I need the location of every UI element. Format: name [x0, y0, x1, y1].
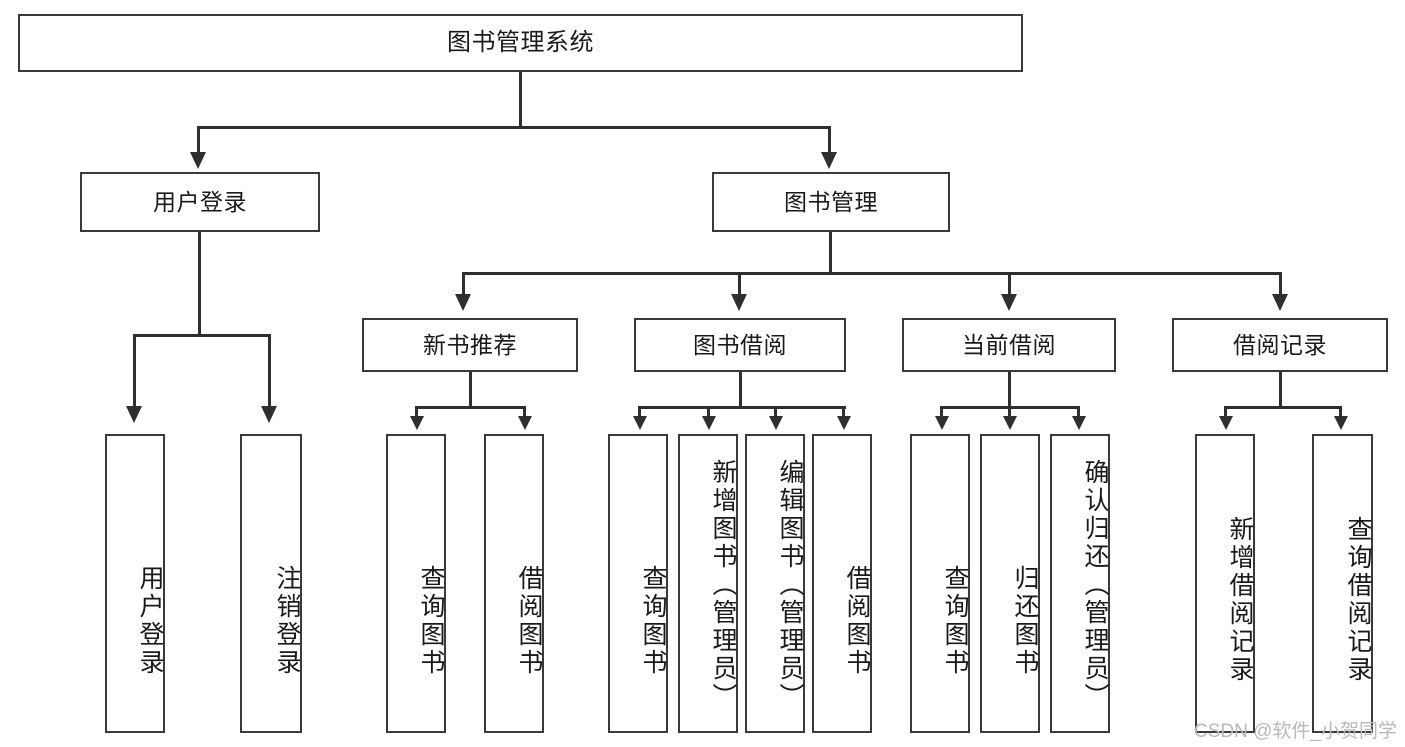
edge-current-borrow-to-leaf-1	[940, 406, 943, 418]
edge-book-borrow-to-leaf-1	[638, 406, 641, 418]
node-leaf-query-record[interactable]: 查询借阅记录	[1312, 434, 1373, 733]
arrow-book-manage-to-borrow-record	[1272, 294, 1288, 311]
edge-borrow-record-stem	[1279, 372, 1282, 408]
node-user-login[interactable]: 用户登录	[80, 172, 320, 232]
arrow-book-manage-to-new-book	[455, 294, 471, 311]
arrow-new-book-to-leaf-1	[410, 416, 424, 430]
node-label: 图书管理系统	[447, 29, 594, 57]
node-label: 查询图书	[639, 564, 667, 677]
edge-book-manage-stem	[829, 232, 832, 274]
arrow-borrow-record-to-leaf-1	[1219, 416, 1233, 430]
edge-book-manage-to-borrow-record	[1279, 272, 1282, 296]
arrow-book-borrow-to-leaf-1	[633, 416, 647, 430]
edge-new-book-bus	[415, 406, 526, 409]
edge-new-book-stem	[469, 372, 472, 408]
arrow-root-to-user-login	[190, 152, 206, 169]
edge-new-book-to-leaf-2	[523, 406, 526, 418]
arrow-current-borrow-to-leaf-1	[935, 416, 949, 430]
node-label: 当前借阅	[962, 331, 1056, 358]
edge-book-borrow-to-leaf-4	[842, 406, 845, 418]
edge-book-manage-bus	[462, 272, 1282, 275]
watermark-text: CSDN @软件_小贺同学	[1194, 721, 1397, 742]
arrow-book-borrow-to-leaf-3	[769, 416, 783, 430]
node-new-book-recommend[interactable]: 新书推荐	[362, 318, 578, 372]
node-label: 查询图书	[417, 564, 445, 677]
node-label: 确认归还（管理员）	[1081, 458, 1109, 711]
node-label: 归还图书	[1011, 564, 1039, 677]
node-label: 编辑图书（管理员）	[776, 458, 804, 711]
arrow-book-borrow-to-leaf-4	[837, 416, 851, 430]
edge-book-borrow-to-leaf-2	[707, 406, 710, 418]
node-leaf-add-record[interactable]: 新增借阅记录	[1195, 434, 1255, 733]
node-label: 图书借阅	[693, 331, 787, 358]
arrow-new-book-to-leaf-2	[518, 416, 532, 430]
edge-book-borrow-stem	[739, 372, 742, 408]
node-label: 注销登录	[273, 564, 301, 677]
arrow-book-borrow-to-leaf-2	[702, 416, 716, 430]
node-leaf-borrow-book-2[interactable]: 借阅图书	[812, 434, 872, 733]
edge-user-login-to-leaf-2	[268, 334, 271, 408]
edge-current-borrow-stem	[1008, 372, 1011, 408]
node-leaf-query-book-3[interactable]: 查询图书	[910, 434, 970, 733]
node-label: 查询图书	[941, 564, 969, 677]
edge-root-bus	[197, 126, 831, 129]
edge-book-borrow-to-leaf-3	[774, 406, 777, 418]
node-label: 图书管理	[784, 188, 878, 215]
node-label: 借阅图书	[843, 564, 871, 677]
edge-current-borrow-to-leaf-2	[1008, 406, 1011, 418]
node-book-manage[interactable]: 图书管理	[712, 172, 950, 232]
node-book-borrow[interactable]: 图书借阅	[634, 318, 846, 372]
node-label: 新书推荐	[423, 331, 517, 358]
edge-borrow-record-bus	[1224, 406, 1342, 409]
edge-root-to-user-login	[197, 126, 200, 154]
node-leaf-logout-login[interactable]: 注销登录	[240, 434, 302, 733]
edge-root-to-book-manage	[828, 126, 831, 154]
node-label: 新增借阅记录	[1226, 515, 1254, 684]
edge-user-login-bus	[133, 334, 270, 337]
edge-root-stem	[519, 72, 522, 128]
node-leaf-borrow-book-1[interactable]: 借阅图书	[484, 434, 544, 733]
node-leaf-add-book[interactable]: 新增图书（管理员）	[678, 434, 738, 733]
node-label: 借阅图书	[515, 564, 543, 677]
node-borrow-record[interactable]: 借阅记录	[1172, 318, 1388, 372]
arrow-user-login-to-leaf-2	[261, 406, 277, 423]
arrow-borrow-record-to-leaf-2	[1334, 416, 1348, 430]
node-label: 用户登录	[153, 188, 247, 215]
node-leaf-query-book-1[interactable]: 查询图书	[386, 434, 446, 733]
edge-user-login-stem	[198, 232, 201, 336]
node-leaf-query-book-2[interactable]: 查询图书	[608, 434, 668, 733]
node-current-borrow[interactable]: 当前借阅	[902, 318, 1116, 372]
arrow-book-manage-to-book-borrow	[731, 294, 747, 311]
edge-book-manage-to-book-borrow	[738, 272, 741, 296]
arrow-current-borrow-to-leaf-2	[1003, 416, 1017, 430]
edge-book-manage-to-new-book	[462, 272, 465, 296]
node-label: 新增图书（管理员）	[709, 458, 737, 711]
node-label: 查询借阅记录	[1344, 515, 1372, 684]
node-leaf-edit-book[interactable]: 编辑图书（管理员）	[745, 434, 805, 733]
edge-current-borrow-to-leaf-3	[1077, 406, 1080, 418]
arrow-book-manage-to-current-borrow	[1001, 294, 1017, 311]
arrow-user-login-to-leaf-1	[126, 406, 142, 423]
edge-borrow-record-to-leaf-1	[1224, 406, 1227, 418]
node-leaf-return-book[interactable]: 归还图书	[980, 434, 1040, 733]
edge-user-login-to-leaf-1	[133, 334, 136, 408]
node-root-book-management-system[interactable]: 图书管理系统	[18, 14, 1023, 72]
edge-book-manage-to-current-borrow	[1008, 272, 1011, 296]
edge-borrow-record-to-leaf-2	[1339, 406, 1342, 418]
node-leaf-user-login[interactable]: 用户登录	[105, 434, 165, 733]
edge-book-borrow-bus	[638, 406, 846, 409]
node-label: 借阅记录	[1233, 331, 1327, 358]
node-label: 用户登录	[136, 564, 164, 677]
arrow-root-to-book-manage	[821, 152, 837, 169]
node-leaf-confirm-return[interactable]: 确认归还（管理员）	[1050, 434, 1110, 733]
edge-new-book-to-leaf-1	[415, 406, 418, 418]
arrow-current-borrow-to-leaf-3	[1072, 416, 1086, 430]
